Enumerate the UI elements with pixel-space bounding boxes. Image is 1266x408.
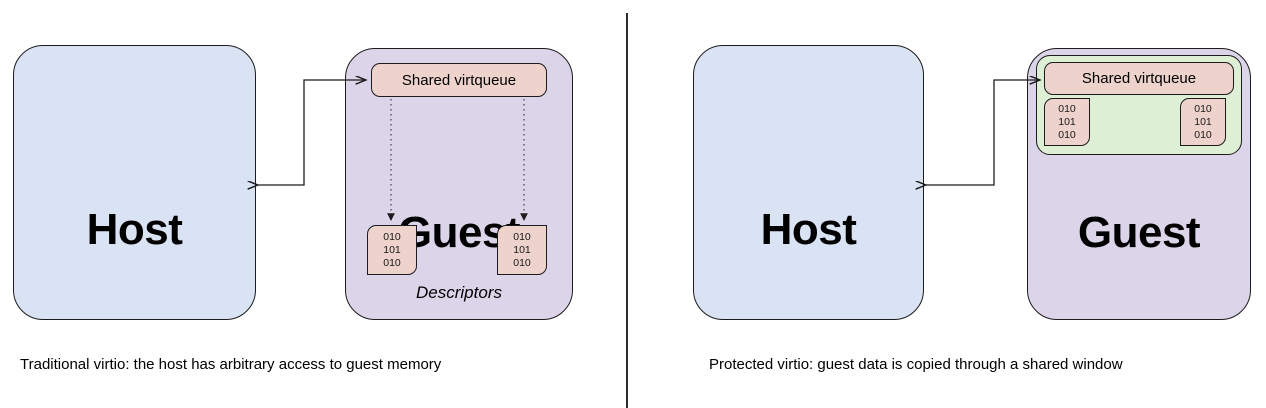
descriptor-bits-line: 101 — [383, 243, 401, 256]
descriptor-bits-line: 010 — [383, 230, 401, 243]
shared-virtqueue-label-protected: Shared virtqueue — [1081, 70, 1197, 87]
host-box-protected: Host — [693, 45, 924, 320]
descriptor-box-traditional-2: 010 101 010 — [497, 225, 547, 275]
descriptor-bits-line: 010 — [1058, 128, 1076, 141]
descriptor-bits-line: 010 — [1194, 102, 1212, 115]
descriptor-bits-line: 101 — [513, 243, 531, 256]
descriptors-caption-traditional: Descriptors — [416, 283, 502, 302]
descriptor-bits-line: 010 — [513, 256, 531, 269]
descriptor-box-protected-2: 010 101 010 — [1180, 98, 1226, 146]
panel-caption-traditional: Traditional virtio: the host has arbitra… — [20, 356, 442, 373]
shared-virtqueue-protected: Shared virtqueue — [1044, 62, 1234, 95]
descriptor-bits-line: 101 — [1058, 115, 1076, 128]
host-box-traditional: Host — [13, 45, 256, 320]
panel-caption-protected: Protected virtio: guest data is copied t… — [709, 356, 1123, 373]
shared-virtqueue-label-traditional: Shared virtqueue — [401, 71, 517, 89]
descriptor-bits-line: 101 — [1194, 115, 1212, 128]
descriptor-bits-line: 010 — [383, 256, 401, 269]
shared-virtqueue-traditional: Shared virtqueue — [371, 63, 547, 97]
descriptor-box-traditional-1: 010 101 010 — [367, 225, 417, 275]
descriptor-box-protected-1: 010 101 010 — [1044, 98, 1090, 146]
host-label-protected: Host — [760, 205, 857, 254]
panel-divider — [626, 13, 628, 408]
descriptor-bits-line: 010 — [1058, 102, 1076, 115]
guest-label-protected: Guest — [1077, 208, 1201, 257]
descriptor-bits-line: 010 — [1194, 128, 1212, 141]
host-label-traditional: Host — [86, 205, 183, 254]
host-virtqueue-connector-protected — [926, 80, 1040, 185]
descriptor-bits-line: 010 — [513, 230, 531, 243]
